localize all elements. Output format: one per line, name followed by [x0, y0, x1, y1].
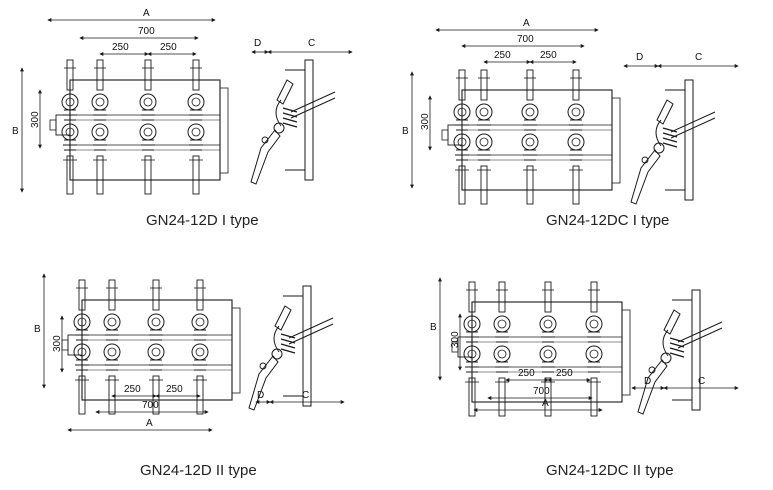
dim-c: C: [308, 38, 315, 49]
caption-gn24-12d-i: GN24-12D I type: [146, 212, 259, 229]
dim-a: A: [523, 18, 530, 29]
drawing-gn24-12dc-i: A 700 250 250 B 300 D C: [402, 18, 739, 205]
dim-250-right: 250: [556, 368, 573, 379]
dim-700: 700: [517, 34, 534, 45]
side-view: [637, 289, 723, 415]
dim-d: D: [254, 38, 261, 49]
dim-250-left: 250: [518, 368, 535, 379]
dim-250-left: 250: [112, 42, 129, 53]
dim-250-left: 250: [494, 50, 511, 61]
front-view: [49, 59, 229, 195]
dim-d: D: [257, 390, 264, 401]
dim-700: 700: [533, 386, 550, 397]
dim-700: 700: [142, 400, 159, 411]
dim-b: B: [12, 126, 19, 137]
dim-a: A: [542, 398, 549, 409]
drawing-gn24-12d-i: A 700 250 250 B 300 D C: [12, 8, 353, 195]
caption-gn24-12dc-ii: GN24-12DC II type: [546, 462, 674, 479]
side-view: [630, 79, 716, 205]
dim-300: 300: [420, 113, 431, 130]
dim-300: 300: [30, 111, 41, 128]
dim-c: C: [695, 52, 702, 63]
dim-300: 300: [450, 331, 461, 348]
front-view: [61, 279, 241, 415]
dim-250-right: 250: [540, 50, 557, 61]
dim-c: C: [698, 376, 705, 387]
front-view: [441, 69, 621, 205]
dim-b: B: [34, 324, 41, 335]
dim-d: D: [636, 52, 643, 63]
dim-c: C: [302, 390, 309, 401]
dim-250-left: 250: [124, 384, 141, 395]
dim-a: A: [146, 418, 153, 429]
dim-250-right: 250: [160, 42, 177, 53]
dim-d: D: [644, 376, 651, 387]
drawing-gn24-12d-ii: A 700 250 250 B 300 D C: [34, 273, 345, 432]
caption-gn24-12d-ii: GN24-12D II type: [140, 462, 257, 479]
drawing-gn24-12dc-ii: A 700 250 250 B 300 D C: [430, 277, 739, 417]
side-view: [250, 59, 336, 185]
dim-300: 300: [52, 335, 63, 352]
dim-250-right: 250: [166, 384, 183, 395]
caption-gn24-12dc-i: GN24-12DC I type: [546, 212, 670, 229]
dim-a: A: [143, 8, 150, 19]
dim-b: B: [430, 322, 437, 333]
dim-700: 700: [138, 26, 155, 37]
dim-b: B: [402, 126, 409, 137]
